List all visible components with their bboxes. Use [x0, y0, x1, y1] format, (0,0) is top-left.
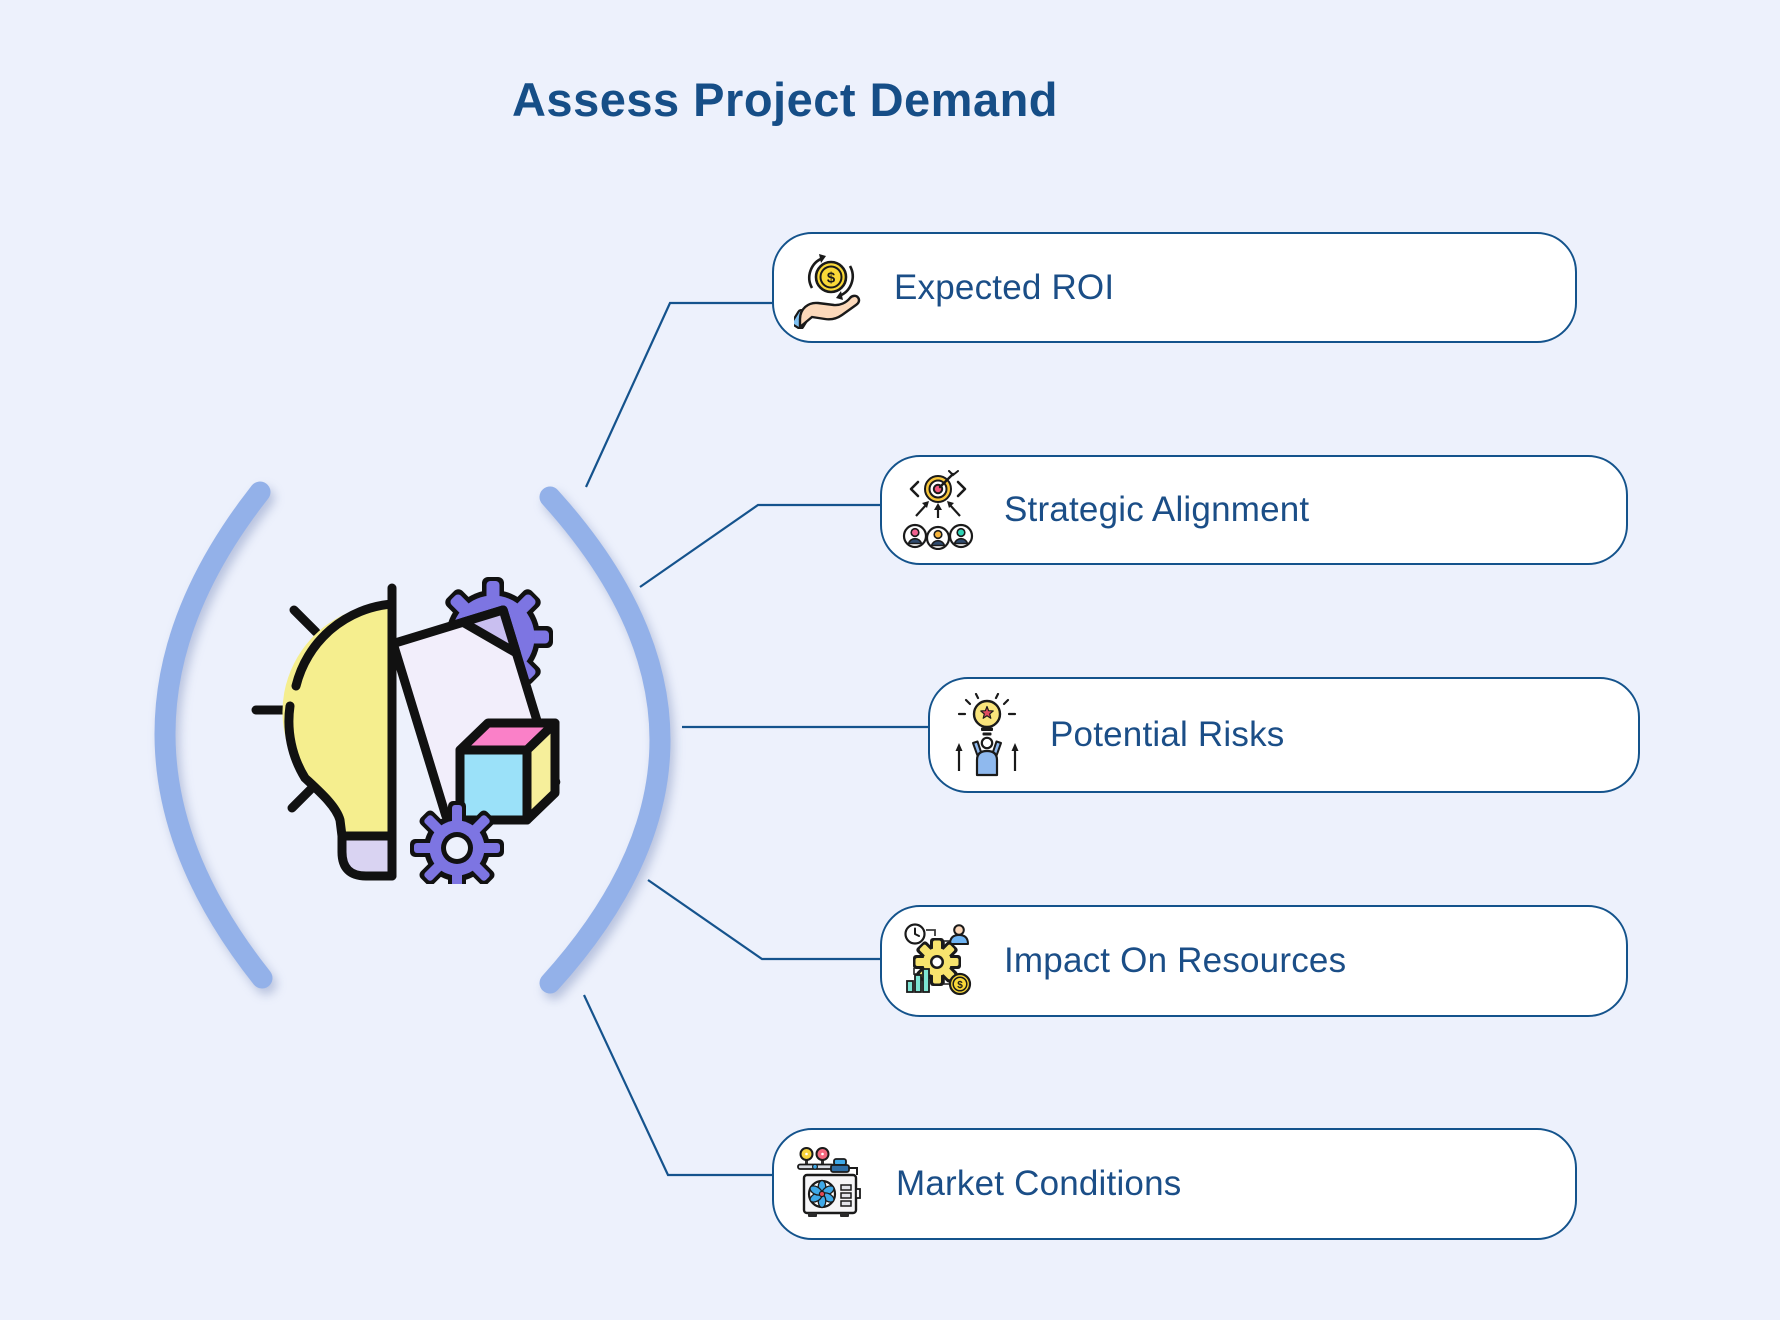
card-market-conditions: Market Conditions [772, 1128, 1577, 1240]
small-gear [410, 801, 504, 884]
cube [455, 718, 560, 825]
card-label: Impact On Resources [1004, 941, 1347, 980]
connector-line-expected-roi [584, 301, 774, 488]
person-lightbulb-icon [955, 693, 1019, 777]
team-target-icon [902, 470, 974, 550]
card-label: Expected ROI [894, 267, 1115, 307]
card-expected-roi: $ Expected ROI [772, 232, 1577, 343]
air-compressor-icon [797, 1147, 861, 1217]
connector-line-strategic-alignment [639, 503, 882, 588]
card-label: Potential Risks [1050, 715, 1285, 754]
idea-implementation-illustration [251, 577, 561, 884]
connector-line-market-conditions [583, 994, 774, 1177]
coin-in-hand-icon: $ [794, 253, 861, 329]
card-label: Market Conditions [896, 1164, 1182, 1203]
team-member-orange [925, 525, 951, 550]
card-label: Strategic Alignment [1004, 490, 1310, 529]
page-title: Assess Project Demand [511, 73, 1059, 126]
connector-line-impact-on-resources [647, 879, 882, 961]
fan-blades [809, 1179, 835, 1209]
vent-grille [840, 1184, 852, 1207]
bar-chart [906, 968, 930, 993]
bulb-base [337, 831, 397, 881]
team-member-teal [948, 523, 974, 549]
team-member-pink [902, 523, 928, 549]
resources-gear-icon: $ [904, 923, 972, 996]
card-impact-on-resources: $ Impact On Resources [880, 905, 1628, 1017]
svg-text:$: $ [957, 980, 963, 991]
card-potential-risks: Potential Risks [928, 677, 1640, 793]
svg-text:$: $ [827, 269, 836, 286]
card-strategic-alignment: Strategic Alignment [880, 455, 1628, 565]
